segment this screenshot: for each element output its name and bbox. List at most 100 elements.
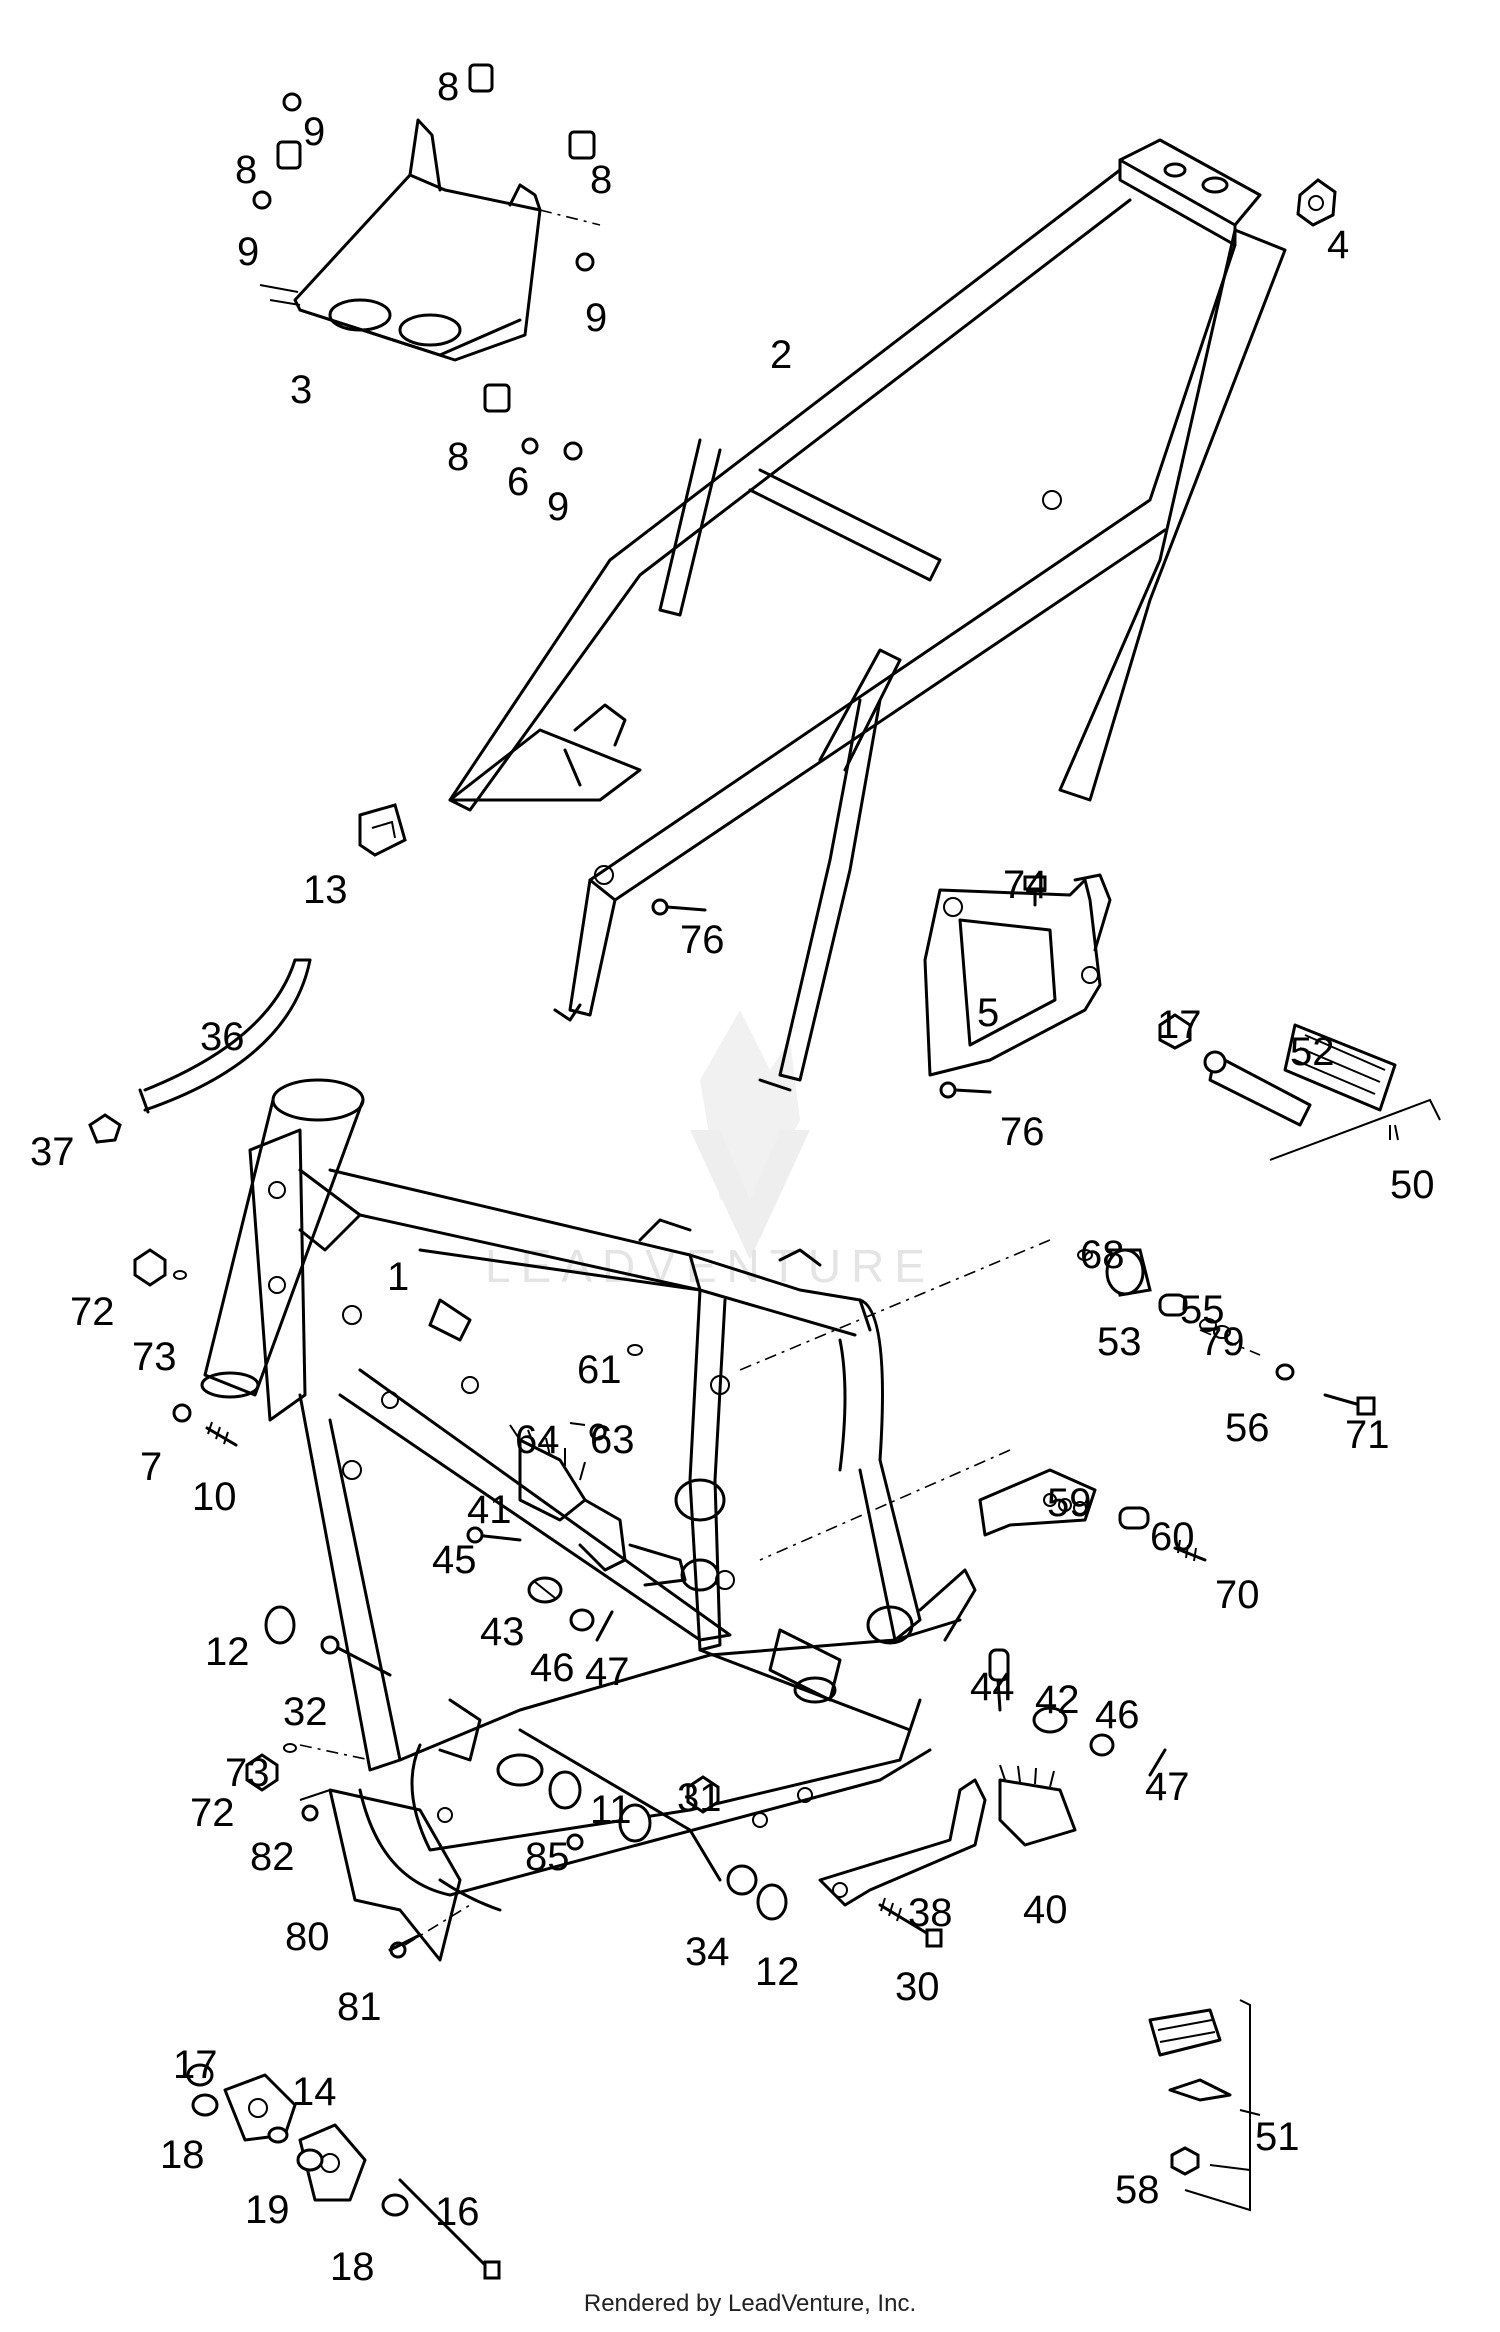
callout-46: 46 <box>530 1646 575 1690</box>
callout-8: 8 <box>590 158 612 202</box>
callout-76: 76 <box>1000 1110 1045 1154</box>
callout-31: 31 <box>677 1776 722 1820</box>
part-4-nut <box>1296 178 1337 227</box>
callout-80: 80 <box>285 1915 330 1959</box>
callout-17: 17 <box>1157 1003 1202 1047</box>
part-31-nut <box>686 1775 720 1814</box>
callout-36: 36 <box>200 1015 245 1059</box>
part-38-brake-lever <box>818 1778 987 1907</box>
part-61-screw <box>627 1344 643 1356</box>
callout-61: 61 <box>577 1348 622 1392</box>
part-11-bushings <box>548 1770 652 1843</box>
callout-41: 41 <box>467 1488 512 1532</box>
callout-8: 8 <box>447 435 469 479</box>
part-41-footpeg-left <box>509 1424 687 1587</box>
callout-59: 59 <box>1047 1481 1092 1525</box>
part-59-heel-guard <box>978 1468 1097 1537</box>
callout-56: 56 <box>1225 1406 1270 1450</box>
callout-34: 34 <box>685 1930 730 1974</box>
callout-74: 74 <box>1003 863 1048 907</box>
bolt-76-lower <box>939 1081 992 1099</box>
part-64-63-fasteners <box>569 1422 607 1441</box>
callout-47: 47 <box>1145 1765 1190 1809</box>
part-5-frame-guard <box>923 873 1112 1077</box>
part-46-washer-left <box>569 1608 595 1632</box>
callout-68: 68 <box>1080 1233 1125 1277</box>
callout-73: 73 <box>132 1335 177 1379</box>
leader-lines <box>1209 1124 1399 2171</box>
callout-43: 43 <box>480 1610 525 1654</box>
callout-72: 72 <box>70 1290 115 1334</box>
callout-8: 8 <box>235 148 257 192</box>
callout-58: 58 <box>1115 2168 1160 2212</box>
part-82-screw <box>301 1804 319 1822</box>
callout-70: 70 <box>1215 1573 1260 1617</box>
callout-5: 5 <box>977 991 999 1035</box>
callout-50: 50 <box>1390 1163 1435 1207</box>
callout-2: 2 <box>770 333 792 377</box>
callout-42: 42 <box>1035 1678 1080 1722</box>
part-2-subframe <box>448 138 1287 1092</box>
callout-63: 63 <box>590 1418 635 1462</box>
callout-12: 12 <box>755 1950 800 1994</box>
callout-18: 18 <box>160 2133 205 2177</box>
part-13-clip <box>358 803 407 857</box>
callout-53: 53 <box>1097 1320 1142 1364</box>
callout-3: 3 <box>290 368 312 412</box>
part-12-bushing-upper <box>264 1605 296 1645</box>
callout-79: 79 <box>1200 1320 1245 1364</box>
callout-37: 37 <box>30 1130 75 1174</box>
callout-60: 60 <box>1150 1515 1195 1559</box>
callout-45: 45 <box>432 1538 477 1582</box>
part-36-hose <box>138 958 312 1114</box>
callout-1: 1 <box>387 1255 409 1299</box>
part-10-stud <box>205 1421 238 1447</box>
part-71-bolt <box>1323 1393 1376 1416</box>
part-17-nut <box>1158 1013 1192 1050</box>
callout-81: 81 <box>337 1985 382 2029</box>
part-80-chain-guard <box>299 1788 462 1962</box>
part-43-spring <box>527 1576 563 1604</box>
part-81-screw <box>388 1933 422 1959</box>
callout-18: 18 <box>330 2245 375 2289</box>
bolt-76-upper <box>651 898 707 916</box>
callout-73: 73 <box>225 1751 270 1795</box>
callout-64: 64 <box>515 1418 560 1462</box>
part-70-bolt <box>1173 1539 1207 1562</box>
part-1-main-frame <box>200 1078 977 1912</box>
callout-55: 55 <box>1180 1288 1225 1332</box>
callout-71: 71 <box>1345 1413 1390 1457</box>
callout-72: 72 <box>190 1791 235 1835</box>
callout-9: 9 <box>585 296 607 340</box>
screw-74 <box>1023 875 1047 907</box>
leadventure-logo-icon <box>690 1010 810 1260</box>
callout-8: 8 <box>437 65 459 109</box>
part-55-bushing <box>1158 1293 1188 1317</box>
part-58-nut <box>1170 2146 1200 2176</box>
callout-32: 32 <box>283 1690 328 1734</box>
part-7-nut <box>172 1403 192 1423</box>
part-53-roller <box>1105 1248 1152 1297</box>
mount-rubbers <box>252 63 596 461</box>
part-34-nut <box>726 1864 758 1896</box>
callout-14: 14 <box>292 2070 337 2114</box>
callout-10: 10 <box>192 1475 237 1519</box>
part-47-split-pin-right <box>1148 1748 1167 1777</box>
callout-40: 40 <box>1023 1888 1068 1932</box>
part-17-nut-stand <box>186 2063 214 2087</box>
part-72-nut-lower <box>245 1753 279 1792</box>
callout-9: 9 <box>237 230 259 274</box>
callout-6: 6 <box>507 460 529 504</box>
part-32-bolt <box>320 1635 392 1677</box>
part-44-pin <box>988 1648 1010 1712</box>
part-18-bolts <box>191 2093 409 2217</box>
part-46-washer-right <box>1089 1733 1115 1757</box>
part-42-spring <box>1032 1706 1068 1734</box>
callout-13: 13 <box>303 868 348 912</box>
callout-85: 85 <box>525 1835 570 1879</box>
part-85-screw <box>566 1833 584 1851</box>
callout-12: 12 <box>205 1630 250 1674</box>
part-47-split-pin-left <box>595 1610 614 1642</box>
callout-16: 16 <box>435 2190 480 2234</box>
callout-7: 7 <box>140 1445 162 1489</box>
